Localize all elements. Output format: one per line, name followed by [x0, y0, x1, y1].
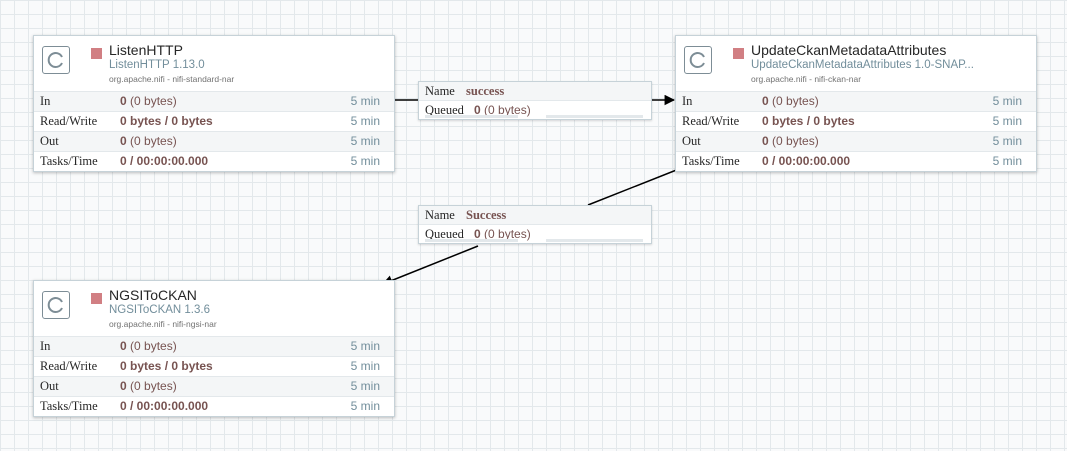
stat-time: 5 min [350, 379, 380, 393]
queue-size-bar [546, 115, 643, 118]
connection-queued-key: Queued [425, 103, 464, 117]
stat-row-read-write: Read/Write 0 bytes / 0 bytes 5 min [34, 111, 394, 131]
stat-time: 5 min [350, 114, 380, 128]
processor-header: UpdateCkanMetadataAttributes UpdateCkanM… [676, 36, 1036, 91]
connection-queued-key: Queued [425, 227, 464, 241]
stat-row-in: In 0 (0 bytes) 5 min [34, 336, 394, 356]
stat-row-in: In 0 (0 bytes) 5 min [34, 91, 394, 111]
stat-time: 5 min [992, 114, 1022, 128]
processor-bundle: org.apache.nifi - nifi-ngsi-nar [109, 319, 217, 329]
stat-label: In [40, 94, 51, 108]
edge-update-to-ngsi-tail[interactable] [382, 245, 479, 286]
stat-time: 5 min [350, 339, 380, 353]
processor-header: ListenHTTP ListenHTTP 1.13.0 org.apache.… [34, 36, 394, 91]
processor-bundle: org.apache.nifi - nifi-ckan-nar [751, 74, 862, 84]
processor-ngsitockan[interactable]: NGSIToCKAN NGSIToCKAN 1.3.6 org.apache.n… [33, 280, 395, 417]
processor-icon [42, 291, 70, 319]
stat-time: 5 min [350, 94, 380, 108]
edge-update-to-ngsi[interactable] [587, 166, 685, 206]
stat-row-out: Out 0 (0 bytes) 5 min [676, 131, 1036, 151]
stat-time: 5 min [992, 134, 1022, 148]
processor-name: NGSIToCKAN [109, 287, 197, 303]
processor-name: ListenHTTP [109, 42, 183, 58]
stat-label: Read/Write [40, 359, 98, 373]
queue-count-bar [425, 115, 518, 118]
queue-count-bar [425, 239, 518, 242]
processor-type: ListenHTTP 1.13.0 [109, 59, 205, 71]
stopped-status-icon [733, 48, 744, 59]
connection-name-row: Name Success [419, 206, 651, 225]
stat-time: 5 min [992, 94, 1022, 108]
stat-label: Out [682, 134, 701, 148]
stat-time: 5 min [992, 154, 1022, 168]
connection-name-key: Name [425, 84, 455, 98]
processor-icon [42, 46, 70, 74]
connection-name-row: Name success [419, 82, 651, 101]
processor-listenhttp[interactable]: ListenHTTP ListenHTTP 1.13.0 org.apache.… [33, 35, 395, 172]
stat-value: 0 / 00:00:00.000 [120, 154, 209, 168]
processor-bundle: org.apache.nifi - nifi-standard-nar [109, 74, 235, 84]
processor-type: NGSIToCKAN 1.3.6 [109, 304, 210, 316]
stat-value: 0 bytes / 0 bytes [120, 359, 213, 373]
stat-time: 5 min [350, 154, 380, 168]
stat-row-read-write: Read/Write 0 bytes / 0 bytes 5 min [34, 356, 394, 376]
stat-value: 0 (0 bytes) [120, 134, 177, 148]
stat-value: 0 / 00:00:00.000 [120, 399, 209, 413]
processor-type: UpdateCkanMetadataAttributes 1.0-SNAP... [751, 59, 974, 71]
processor-name: UpdateCkanMetadataAttributes [751, 42, 947, 58]
stat-time: 5 min [350, 359, 380, 373]
stat-label: In [40, 339, 51, 353]
connection-name: success [466, 84, 505, 98]
stat-label: In [682, 94, 693, 108]
stat-time: 5 min [350, 134, 380, 148]
stat-value: 0 bytes / 0 bytes [120, 114, 213, 128]
stat-value: 0 (0 bytes) [762, 94, 819, 108]
stat-value: 0 / 00:00:00.000 [762, 154, 851, 168]
stopped-status-icon [91, 48, 102, 59]
stat-label: Read/Write [40, 114, 98, 128]
stat-label: Tasks/Time [682, 154, 740, 168]
connection-queued-row: Queued 0 (0 bytes) [419, 101, 651, 119]
connection-name: Success [466, 208, 507, 222]
processor-updateckanmetadataattributes[interactable]: UpdateCkanMetadataAttributes UpdateCkanM… [675, 35, 1037, 172]
connection-name-key: Name [425, 208, 455, 222]
stat-label: Tasks/Time [40, 154, 98, 168]
connection-queued-value: 0 (0 bytes) [474, 103, 531, 117]
stat-label: Out [40, 379, 59, 393]
stat-row-in: In 0 (0 bytes) 5 min [676, 91, 1036, 111]
stat-value: 0 (0 bytes) [762, 134, 819, 148]
connection-queued-value: 0 (0 bytes) [474, 227, 531, 241]
stat-label: Out [40, 134, 59, 148]
processor-header: NGSIToCKAN NGSIToCKAN 1.3.6 org.apache.n… [34, 281, 394, 336]
stat-row-read-write: Read/Write 0 bytes / 0 bytes 5 min [676, 111, 1036, 131]
stat-value: 0 (0 bytes) [120, 339, 177, 353]
stopped-status-icon [91, 293, 102, 304]
queue-size-bar [546, 239, 643, 242]
processor-icon [684, 46, 712, 74]
connection-queued-row: Queued 0 (0 bytes) [419, 225, 651, 243]
stat-time: 5 min [350, 399, 380, 413]
stat-label: Read/Write [682, 114, 740, 128]
stat-row-tasks: Tasks/Time 0 / 00:00:00.000 5 min [34, 151, 394, 171]
stat-row-out: Out 0 (0 bytes) 5 min [34, 131, 394, 151]
stat-row-out: Out 0 (0 bytes) 5 min [34, 376, 394, 396]
connection-label-success-2[interactable]: Name Success Queued 0 (0 bytes) [418, 205, 652, 244]
stat-row-tasks: Tasks/Time 0 / 00:00:00.000 5 min [34, 396, 394, 416]
connection-label-success[interactable]: Name success Queued 0 (0 bytes) [418, 81, 652, 120]
stat-value: 0 bytes / 0 bytes [762, 114, 855, 128]
stat-value: 0 (0 bytes) [120, 94, 177, 108]
stat-label: Tasks/Time [40, 399, 98, 413]
stat-row-tasks: Tasks/Time 0 / 00:00:00.000 5 min [676, 151, 1036, 171]
stat-value: 0 (0 bytes) [120, 379, 177, 393]
